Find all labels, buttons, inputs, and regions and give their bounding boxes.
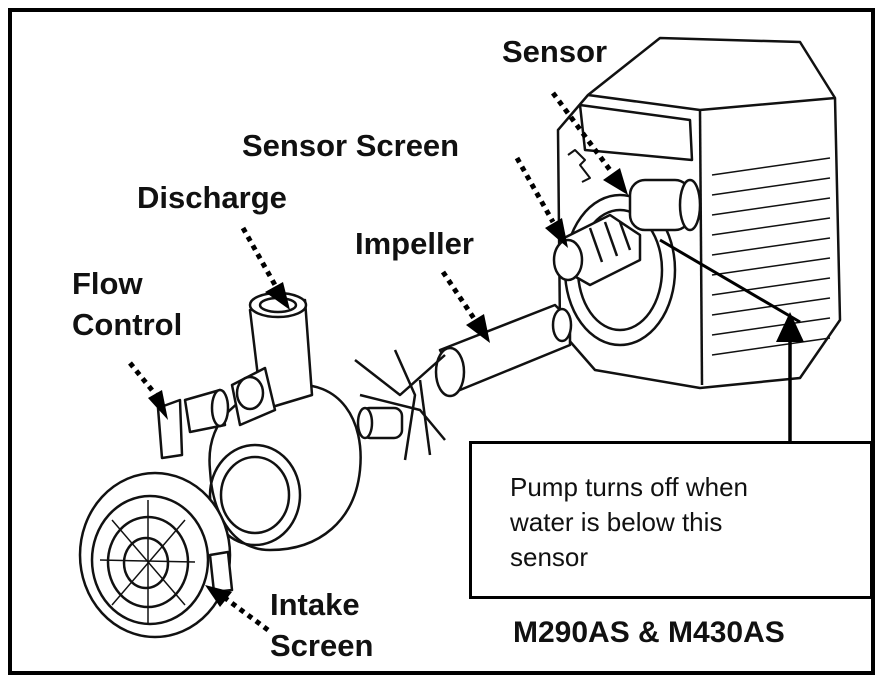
label-flow-control-line1: Flow (72, 266, 143, 301)
sensor-screen-leader (514, 156, 556, 224)
label-impeller: Impeller (355, 226, 474, 261)
sensor-note-box: Pump turns off when water is below this … (469, 441, 873, 599)
label-intake-screen-line1: Intake (270, 587, 360, 622)
intake-screen-leader (223, 595, 270, 633)
label-intake-screen-line2: Screen (270, 628, 374, 663)
label-discharge: Discharge (137, 180, 287, 215)
flow-control-leader (128, 361, 162, 402)
impeller-assembly (354, 303, 573, 461)
note-line-3: sensor (510, 542, 589, 572)
discharge-leader (240, 226, 278, 287)
sensor-screen-cap (552, 213, 642, 287)
note-line-1: Pump turns off when (510, 472, 748, 502)
volute-housing (208, 291, 362, 552)
model-caption: M290AS & M430AS (513, 616, 785, 649)
motor-housing (556, 36, 842, 390)
label-sensor: Sensor (502, 34, 608, 69)
note-line-2: water is below this (510, 507, 723, 537)
label-sensor-screen: Sensor Screen (242, 128, 460, 163)
note-pointer (659, 238, 804, 441)
label-flow-control-line2: Control (72, 307, 183, 342)
intake-screen (78, 471, 234, 639)
impeller-leader (440, 270, 478, 322)
